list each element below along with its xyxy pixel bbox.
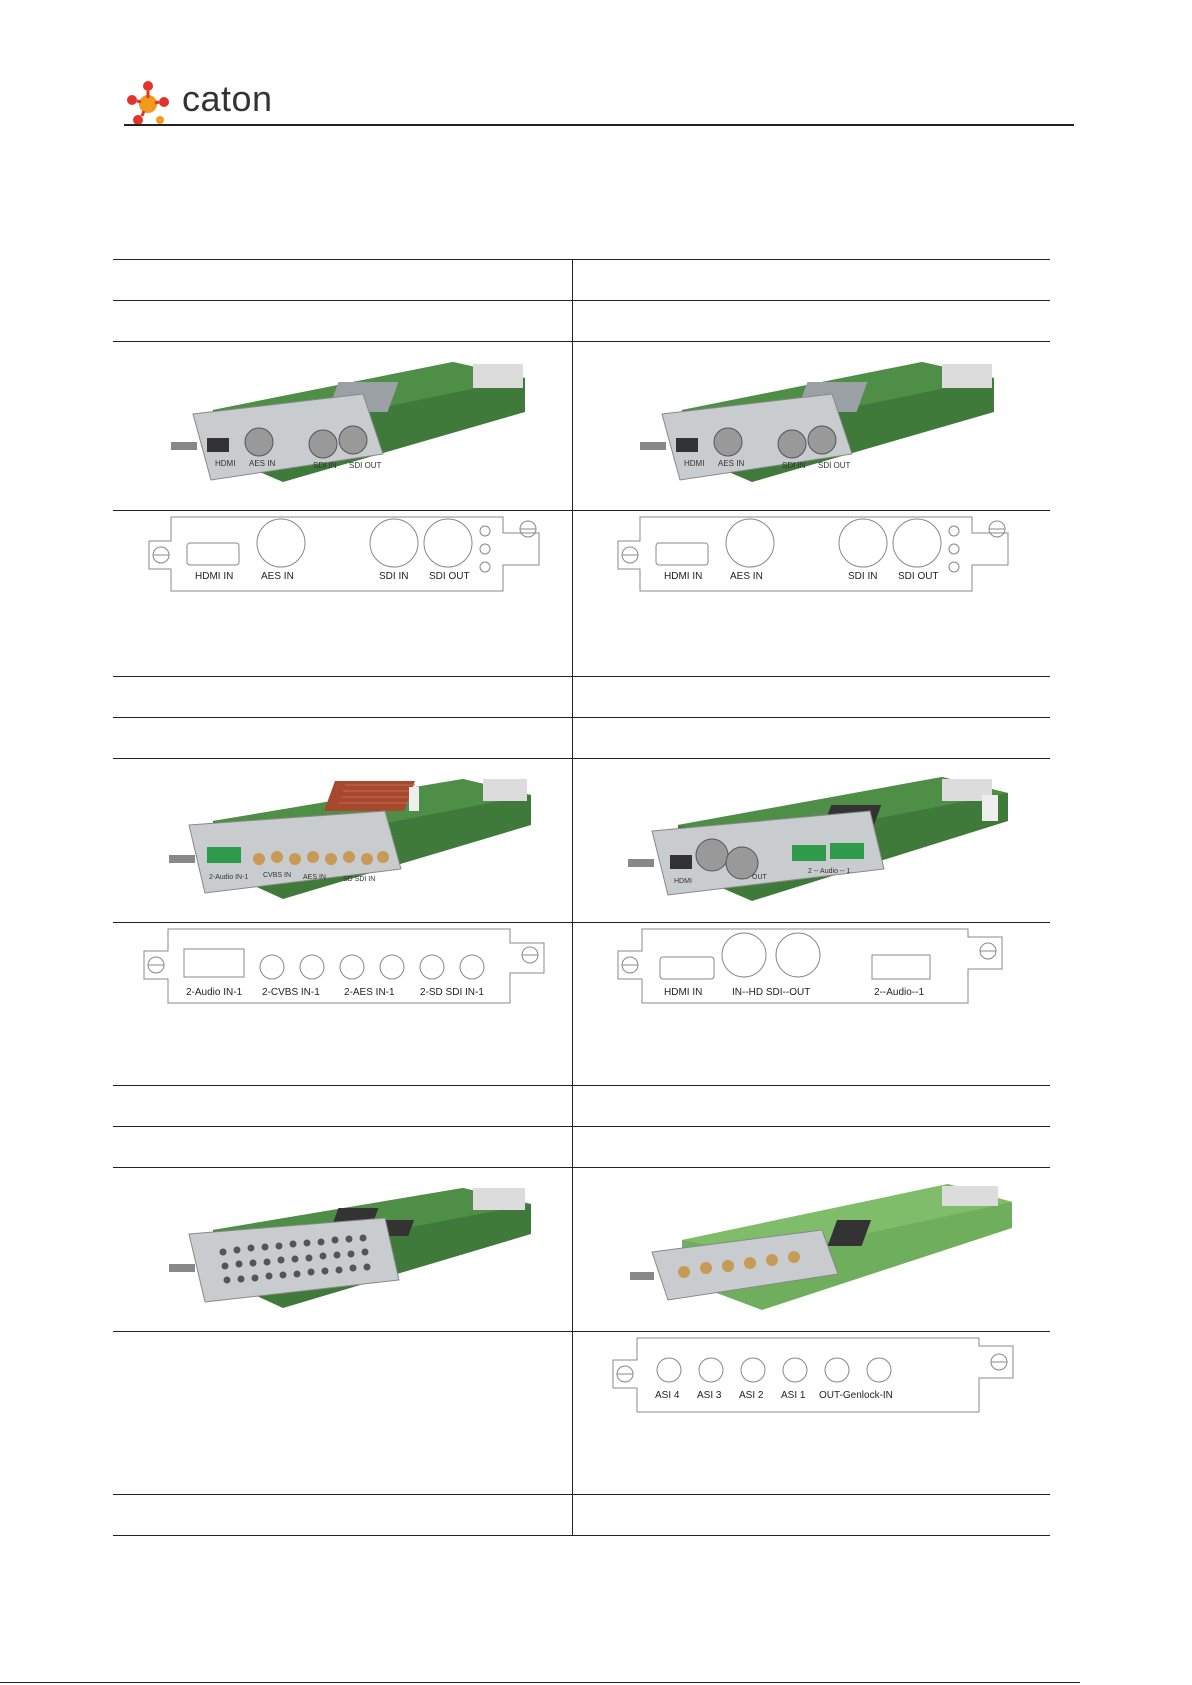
photo-label: SDI IN [313,461,337,470]
port-label: IN--HD SDI--OUT [732,987,810,998]
photo-label: SDI OUT [349,461,382,470]
caption-cell [113,1126,573,1168]
photo-cell: HDMI AES IN SDI IN SDI OUT [572,341,1050,511]
port-label: ASI 1 [781,1390,806,1401]
asi-card-photo [629,1184,1012,1310]
port-label: 2-Audio IN-1 [186,987,243,998]
drawing-cell: 2-Audio IN-1 2-CVBS IN-1 2-AES IN-1 2-SD… [113,922,573,1086]
port-label: ASI 4 [655,1390,680,1401]
photo-label: HDMI [674,878,692,885]
port-label: AES IN [261,571,294,582]
front-panel-drawing: HDMI IN IN--HD SDI--OUT 2--Audio--1 [617,928,1002,1004]
photo-label: AES IN [303,874,326,881]
photo-label: SDI OUT [818,461,851,470]
photo-label: 2 -- Audio -- 1 [808,868,851,875]
caption-cell [572,1126,1050,1168]
table-row [113,717,1050,759]
caption-cell [113,676,573,718]
hdmi-sdi-card-photo: HDMI AES IN SDI IN SDI OUT [170,362,525,482]
front-panel-drawing: HDMI IN AES IN SDI IN SDI OUT [617,516,1008,592]
caption-cell [572,676,1050,718]
hdmi-sdi-card-photo: HDMI AES IN SDI IN SDI OUT [639,362,994,482]
photo-cell [113,1167,573,1332]
caption-cell [572,1494,1050,1536]
port-label: 2-CVBS IN-1 [262,987,320,998]
port-label: ASI 2 [739,1390,764,1401]
table-row [113,1126,1050,1168]
table-row: ASI 4 ASI 3 ASI 2 ASI 1 OUT-Genlock-IN [113,1331,1050,1495]
caption-cell [572,717,1050,759]
caption-cell [113,1494,573,1536]
photo-cell: HDMI AES IN SDI IN SDI OUT [113,341,573,511]
caption-cell [572,259,1050,301]
table-row: HDMI IN AES IN SDI IN SDI OUT [113,510,1050,677]
front-panel-drawing: HDMI IN AES IN SDI IN SDI OUT [148,516,539,592]
front-panel-drawing: 2-Audio IN-1 2-CVBS IN-1 2-AES IN-1 2-SD… [143,928,544,1004]
caption-cell [113,300,573,342]
photo-label: 2-Audio IN-1 [209,874,248,881]
table-row [113,676,1050,718]
photo-label: AES IN [249,459,275,468]
port-label: SDI OUT [429,571,470,582]
drawing-cell: HDMI IN IN--HD SDI--OUT 2--Audio--1 [572,922,1050,1086]
table-row: 2-Audio IN-1 CVBS IN AES IN SD SDI IN [113,758,1050,923]
port-label: 2--Audio--1 [874,987,924,998]
drawing-cell [113,1331,573,1495]
header-divider [124,124,1074,126]
table-row [113,1494,1050,1536]
caption-cell [572,1085,1050,1127]
front-panel-drawing: ASI 4 ASI 3 ASI 2 ASI 1 OUT-Genlock-IN [612,1337,1013,1413]
port-label: OUT-Genlock-IN [819,1390,893,1401]
photo-cell: HDMI OUT 2 -- Audio -- 1 [572,758,1050,923]
photo-cell: 2-Audio IN-1 CVBS IN AES IN SD SDI IN [113,758,573,923]
table-row [113,259,1050,301]
drawing-cell: HDMI IN AES IN SDI IN SDI OUT [113,510,573,677]
port-label: SDI OUT [898,571,939,582]
port-label: 2-AES IN-1 [344,987,395,998]
caption-cell [113,1085,573,1127]
photo-label: HDMI [684,459,704,468]
photo-cell [572,1167,1050,1332]
port-label: ASI 3 [697,1390,722,1401]
photo-label: AES IN [718,459,744,468]
table-row [113,300,1050,342]
photo-label: SD SDI IN [343,876,375,883]
caption-cell [113,717,573,759]
footer-divider [0,1682,1080,1683]
port-label: HDMI IN [664,571,702,582]
analog-audio-video-card-photo: 2-Audio IN-1 CVBS IN AES IN SD SDI IN [168,779,531,899]
photo-label: SDI IN [782,461,806,470]
table-row [113,1085,1050,1127]
caption-cell [113,259,573,301]
blank-panel-card-photo [168,1188,531,1308]
caption-cell [572,300,1050,342]
drawing-cell: ASI 4 ASI 3 ASI 2 ASI 1 OUT-Genlock-IN [572,1331,1050,1495]
module-table: HDMI AES IN SDI IN SDI OUT [113,259,1050,1536]
caton-logo-icon [127,81,169,125]
photo-label: HDMI [215,459,235,468]
port-label: SDI IN [379,571,408,582]
photo-label: CVBS IN [263,872,291,879]
port-label: HDMI IN [195,571,233,582]
port-label: 2-SD SDI IN-1 [420,987,484,998]
table-row [113,1167,1050,1332]
drawing-cell: HDMI IN AES IN SDI IN SDI OUT [572,510,1050,677]
port-label: SDI IN [848,571,877,582]
port-label: AES IN [730,571,763,582]
port-label: HDMI IN [664,987,702,998]
hd-sdi-audio-card-photo: HDMI OUT 2 -- Audio -- 1 [627,777,1008,901]
table-row: 2-Audio IN-1 2-CVBS IN-1 2-AES IN-1 2-SD… [113,922,1050,1086]
brand-name: caton [182,78,273,119]
table-row: HDMI AES IN SDI IN SDI OUT [113,341,1050,511]
photo-label: OUT [752,874,768,881]
